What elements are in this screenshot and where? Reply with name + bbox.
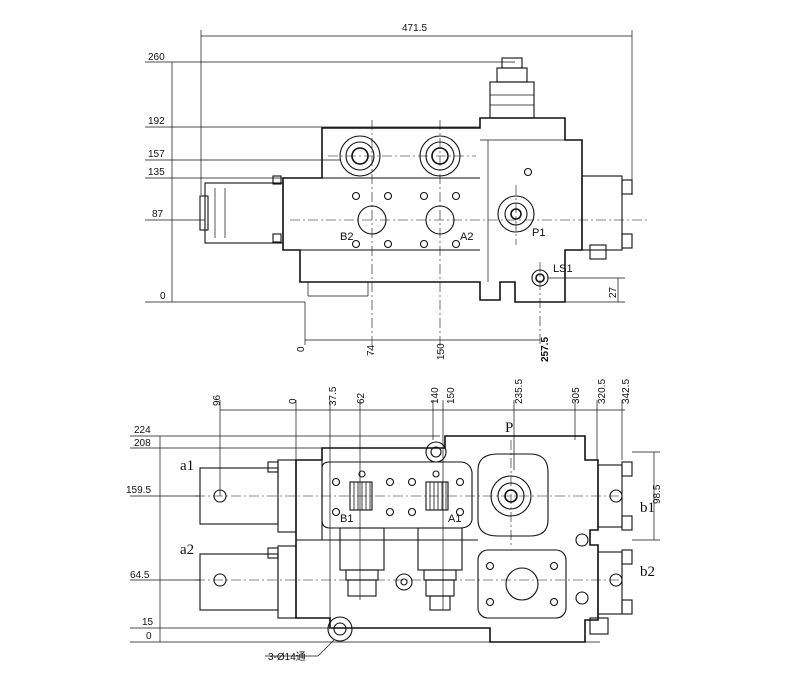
dim-top-140: 140 [430,387,441,404]
port-label-b1: B1 [340,513,353,525]
dim-left-0: 0 [146,631,152,642]
dim-height-87: 87 [152,209,164,220]
hatch-b1 [353,482,371,510]
dim-left-15: 15 [142,617,154,628]
front-view: 96 0 37.5 62 140 150 235.5 305 320.5 342… [126,379,663,663]
dim-left-224: 224 [134,425,151,436]
port-label-a2: A2 [460,231,473,243]
dim-top-305: 305 [571,387,582,404]
dim-top-62: 62 [356,392,367,404]
dim-height-0: 0 [160,291,166,302]
hole-note: 3-Ø14通 [268,651,306,663]
dim-bottom-0: 0 [296,346,307,352]
port-label-b2: B2 [340,231,353,243]
bolt-holes-top [351,167,533,249]
dim-top-235-5: 235.5 [514,379,525,404]
port-label-a1: A1 [448,513,461,525]
bolt-holes-front [331,470,465,517]
dim-left-64-5: 64.5 [130,570,150,581]
dim-top-342-5: 342.5 [621,379,632,404]
dim-top-37-5: 37.5 [328,386,339,406]
dim-top-0: 0 [288,398,299,404]
label-a2: a2 [180,542,194,558]
port-label-ls1: LS1 [553,263,573,275]
port-label-p1: P1 [532,227,545,239]
dim-height-260: 260 [148,52,165,63]
port-label-p: P [505,420,513,436]
top-view: 471.5 260 192 157 135 87 0 [145,23,650,362]
dim-height-192: 192 [148,116,165,127]
dim-bottom-257-5: 257.5 [540,337,551,362]
dim-top-320-5: 320.5 [597,379,608,404]
dim-bottom-74: 74 [366,344,377,356]
dim-left-208: 208 [134,438,151,449]
dim-right-98-5: 98.5 [652,484,663,504]
dim-top-96: 96 [212,394,223,406]
label-a1: a1 [180,458,194,474]
dim-left-159-5: 159.5 [126,485,151,496]
dim-top-150: 150 [446,387,457,404]
label-b1: b1 [640,500,655,516]
dim-right-27: 27 [608,286,619,298]
label-b2: b2 [640,564,655,580]
dim-bottom-150: 150 [436,343,447,360]
dim-height-135: 135 [148,167,165,178]
dim-overall-width: 471.5 [402,23,427,34]
dim-height-157: 157 [148,149,165,160]
hatch-a1 [429,482,447,510]
